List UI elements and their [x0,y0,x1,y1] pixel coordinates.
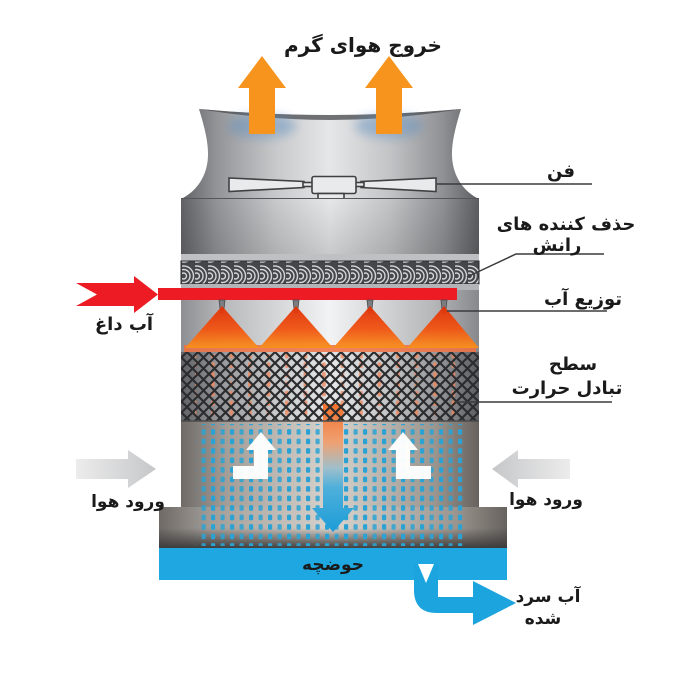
fan-hub [311,175,357,195]
fan-label: فن [547,161,575,182]
spray-cone-icon [407,306,479,348]
spray-cone-icon [259,306,333,348]
leader-drift-eliminator [466,253,604,278]
water-flow-arrow-icon [312,404,354,532]
spray-cone-icon [185,306,259,348]
eliminator-strip-top [181,254,479,261]
spray-cone-icon [333,306,407,348]
airflow-bent-arrow-left-icon [233,432,276,479]
spray-base-strip [184,345,476,352]
hot-air-arrow-right-icon [365,56,413,134]
air-inlet-right-label: ورود هوا [509,490,583,510]
drift-eliminator-label-1: حذف کننده های [497,214,636,235]
heat-exchange-mesh [181,352,479,421]
air-inlet-arrow-right-icon [492,450,570,488]
water-distribution-label: توزیع آب [544,287,622,310]
hot-air-exit-label: خروج هوای گرم [284,33,442,57]
drift-eliminator-label-2: رانش [533,235,582,256]
air-inlet-left-label: ورود هوا [91,492,165,512]
spray-nozzle [259,299,333,348]
spray-nozzle [185,299,259,348]
airflow-bent-arrow-right-icon [388,432,431,479]
fan-blade-right-icon [360,177,437,193]
eliminator-strip-bottom [181,284,479,290]
water-distribution-pipe [158,288,457,300]
air-inlet-arrow-left-icon [76,450,156,488]
hot-water-label: آب داغ [95,312,154,335]
spray-nozzle [407,299,479,348]
cold-water-label-2: شده [525,609,562,629]
heat-exchange-label-1: سطح [549,354,597,375]
hot-air-arrow-left-icon [238,56,286,134]
basin-label: حوضچه [302,555,364,575]
cold-water-label-1: آب سرد [516,585,582,607]
fan-blade-left-icon [228,177,305,193]
spray-nozzles [185,299,479,348]
drift-eliminator-band [180,260,480,285]
spray-nozzle [333,299,407,348]
fan-assembly [228,175,437,203]
heat-exchange-label-2: تبادل حرارت [512,378,623,399]
basin [159,548,507,580]
hot-water-arrow-icon [76,276,158,313]
cold-water-arrow-icon [473,581,516,625]
cold-water-pipe-notch [418,564,434,583]
